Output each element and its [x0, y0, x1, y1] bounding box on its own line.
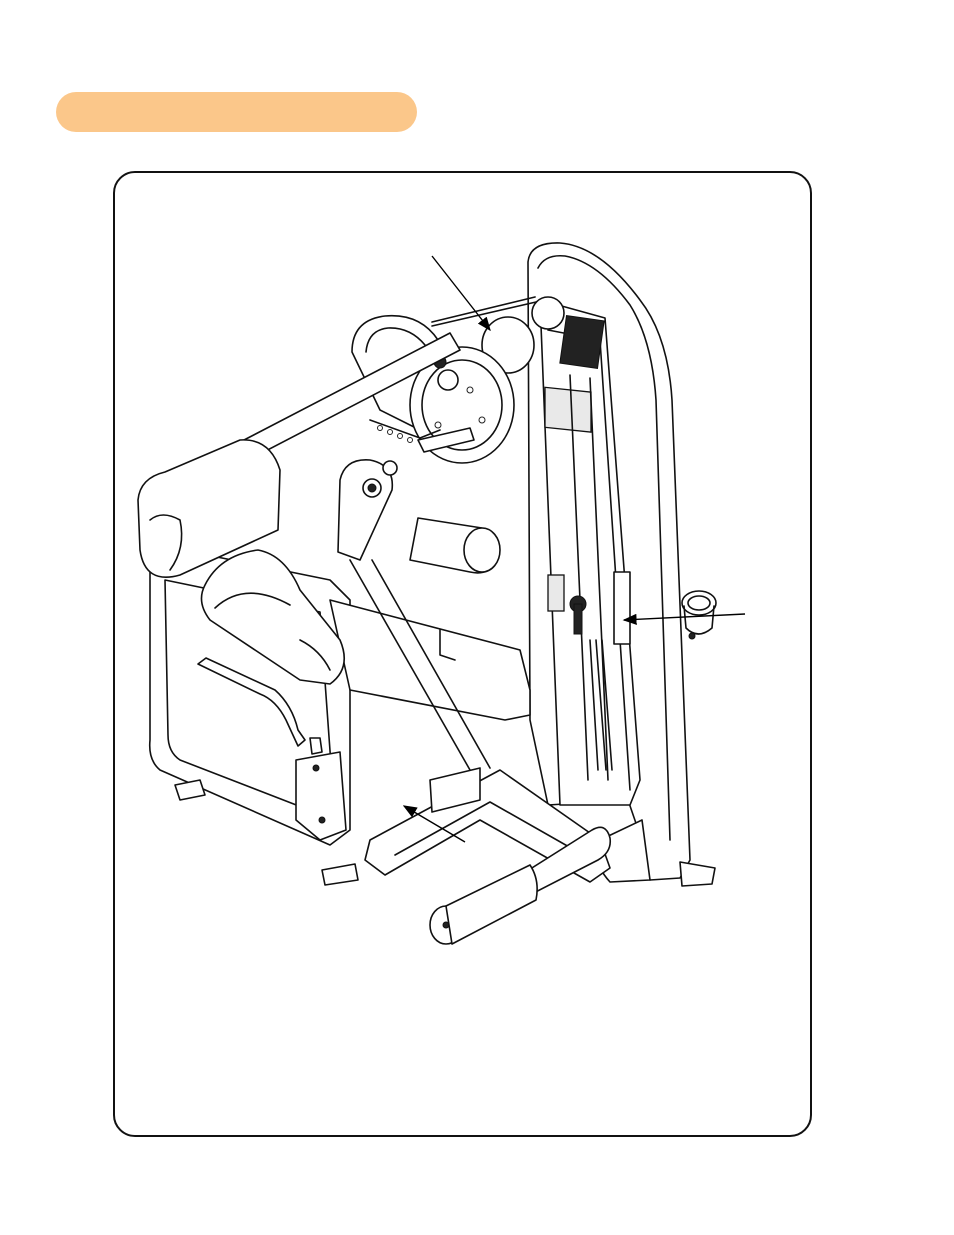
bottle-holder [681, 590, 717, 640]
callout-arrow-right [622, 613, 746, 625]
hand-grip [197, 657, 306, 747]
callout-arrow-bottom [402, 805, 466, 843]
callout-arrow-top [431, 255, 491, 332]
weight-stack-tower [527, 242, 716, 887]
section-header-pill [56, 92, 417, 132]
cable [431, 296, 536, 323]
adjust-plate [295, 751, 347, 841]
roller-pad [409, 517, 501, 574]
seat-pad [200, 549, 346, 685]
back-pad [137, 439, 281, 578]
pivot-arm [337, 459, 398, 561]
